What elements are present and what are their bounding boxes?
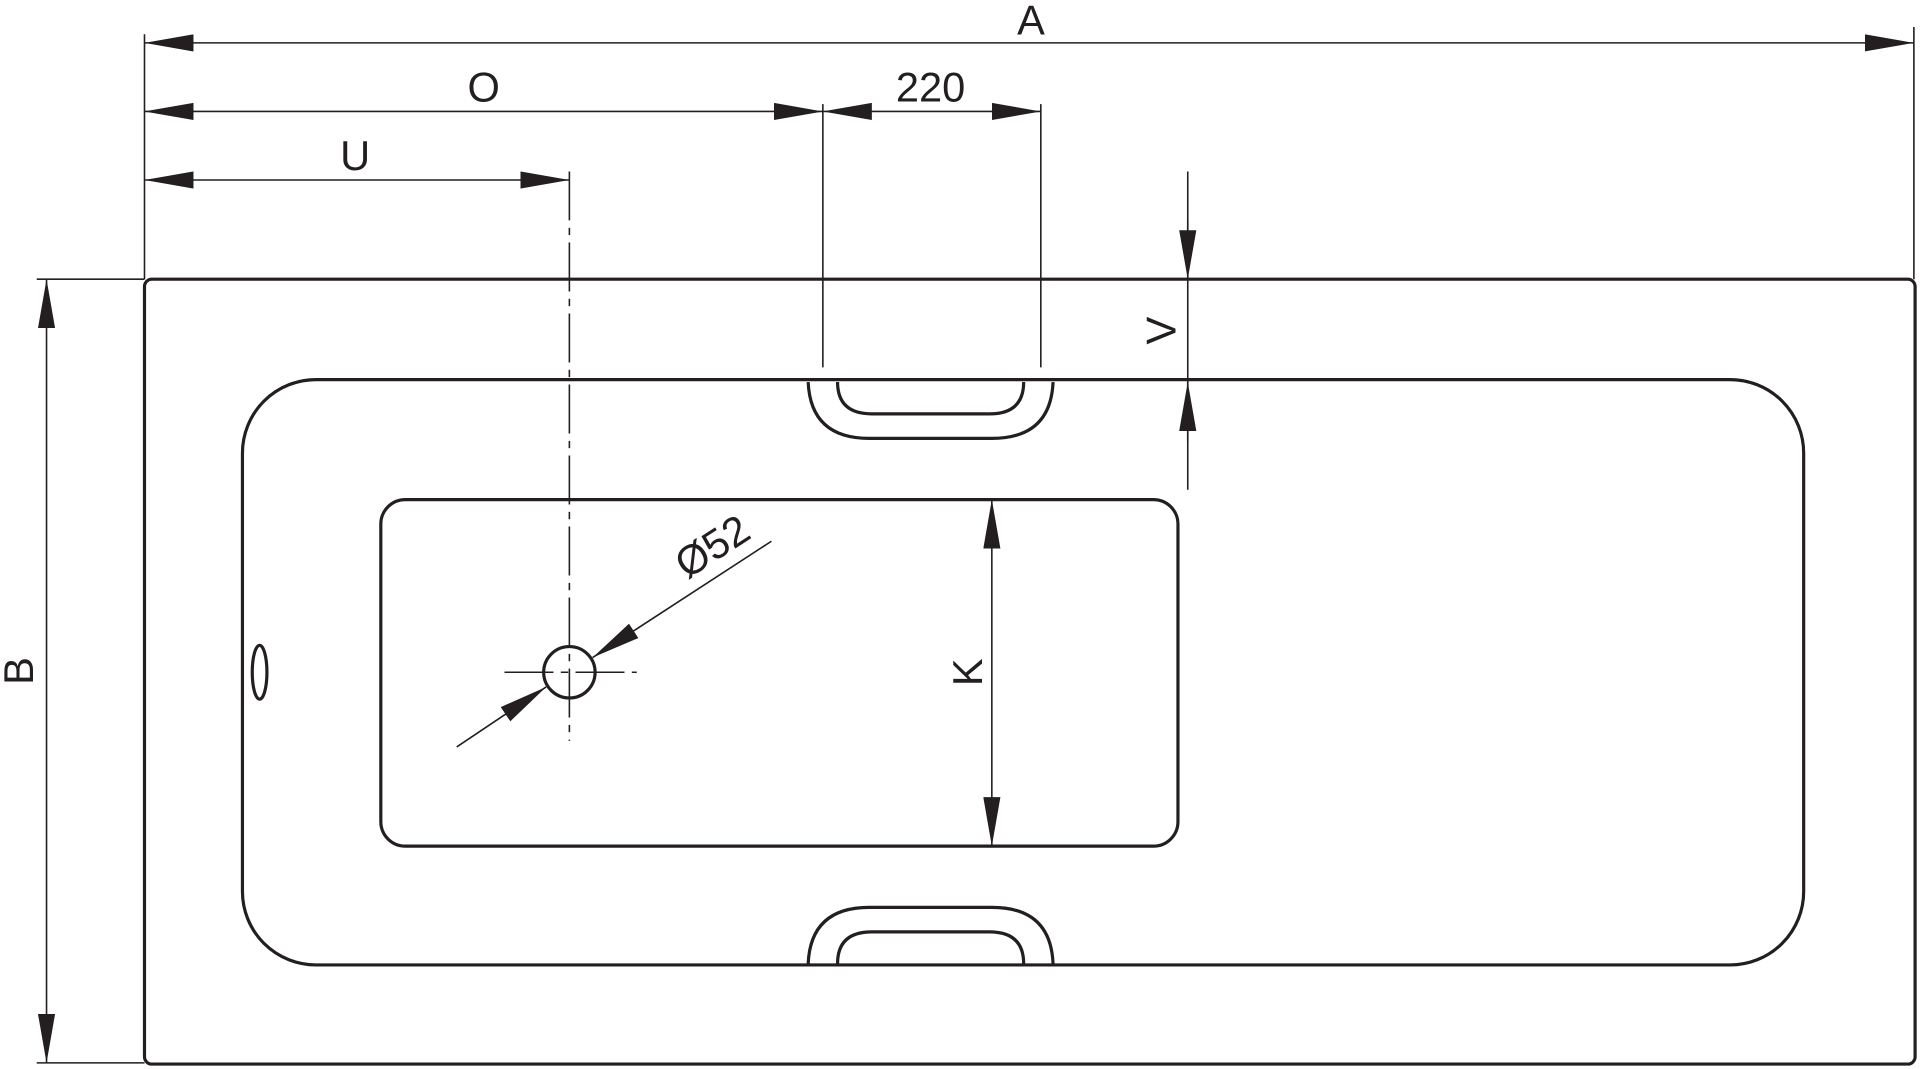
dimension-label-u: U bbox=[340, 132, 370, 179]
dimension-label-220: 220 bbox=[896, 64, 965, 111]
tub-outer-rim bbox=[142, 277, 1917, 1066]
overflow-icon bbox=[250, 643, 269, 701]
tub-inner-edge bbox=[240, 378, 1806, 967]
dimension-k: K bbox=[944, 499, 1001, 847]
dimension-label-drain-diameter: Ø52 bbox=[666, 505, 758, 587]
dimension-label-o: O bbox=[467, 64, 499, 111]
dimension-label-b: B bbox=[0, 657, 42, 685]
dimension-label-a: A bbox=[1017, 0, 1045, 43]
dimension-o: O bbox=[144, 64, 823, 121]
dimension-v: V bbox=[1138, 171, 1197, 490]
dimension-b: B bbox=[0, 278, 145, 1064]
handle-top bbox=[806, 381, 1055, 440]
tub-basin bbox=[379, 498, 1180, 848]
dimension-u: U bbox=[144, 132, 571, 741]
drain: Ø52 bbox=[456, 505, 772, 748]
dimension-a: A bbox=[143, 0, 1915, 280]
handle-bottom bbox=[806, 905, 1055, 964]
dimension-label-v: V bbox=[1138, 317, 1185, 345]
dimension-220: 220 bbox=[822, 64, 1042, 368]
dimension-label-k: K bbox=[944, 658, 991, 686]
